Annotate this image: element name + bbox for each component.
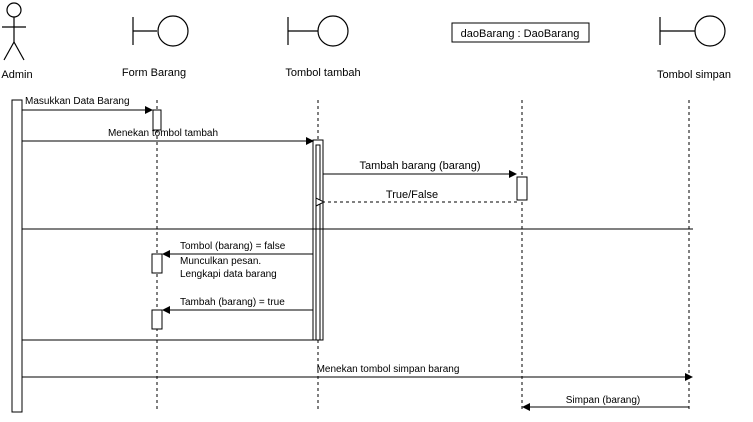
message-label-menekan-simpan: Menekan tombol simpan barang <box>317 364 460 375</box>
message-label-true-false: True/False <box>386 189 438 201</box>
admin-activation-bar <box>11 99 23 413</box>
message-label-tambah-true: Tambah (barang) = true <box>180 297 285 308</box>
form-barang-activation-2 <box>151 253 163 274</box>
admin-actor-icon <box>2 2 26 61</box>
message-label-masukkan-data: Masukkan Data Barang <box>25 96 130 107</box>
form-barang-label: Form Barang <box>122 67 186 79</box>
tombol-simpan-boundary-icon <box>659 15 726 47</box>
tombol-tambah-activation-inner <box>315 144 321 341</box>
message-note-munculkan: Munculkan pesan. <box>180 256 261 267</box>
form-barang-activation-1 <box>152 109 162 131</box>
form-barang-boundary-icon <box>132 15 189 47</box>
tombol-tambah-boundary-icon <box>287 15 349 47</box>
message-label-menekan-tambah: Menekan tombol tambah <box>108 128 218 139</box>
tombol-simpan-label: Tombol simpan <box>657 69 731 81</box>
admin-label: Admin <box>1 69 32 81</box>
dao-barang-activation <box>516 176 528 201</box>
dao-barang-box <box>451 22 590 43</box>
dao-barang-label: daoBarang : DaoBarang <box>461 28 580 40</box>
tombol-tambah-label: Tombol tambah <box>285 67 360 79</box>
message-note-lengkapi: Lengkapi data barang <box>180 269 277 280</box>
form-barang-activation-3 <box>151 309 163 330</box>
message-label-simpan-barang: Simpan (barang) <box>566 395 640 406</box>
message-label-tombol-false: Tombol (barang) = false <box>180 241 286 252</box>
message-label-tambah-barang: Tambah barang (barang) <box>359 160 480 172</box>
